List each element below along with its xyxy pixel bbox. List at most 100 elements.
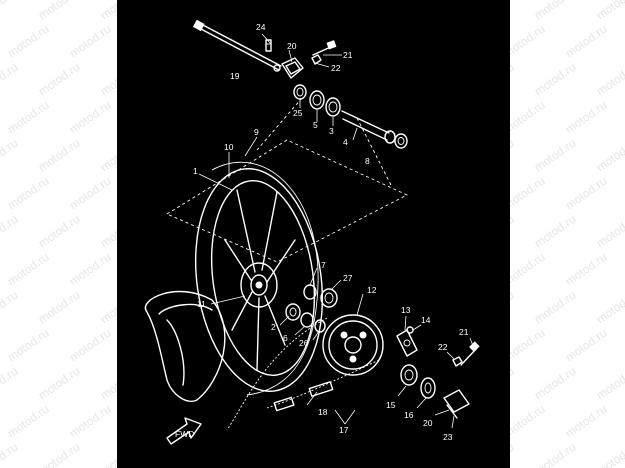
label-part-17: 17: [339, 425, 349, 435]
label-part-4: 4: [343, 137, 348, 147]
watermark-text: motod.ru: [36, 60, 83, 99]
label-part-13: 13: [401, 305, 411, 315]
leader-lines: [198, 33, 474, 429]
bolt-part-21-lower: [460, 341, 480, 366]
bolt-part-21-top: [312, 40, 337, 56]
watermark-text: motod.ru: [563, 402, 610, 441]
watermark-text: motod.ru: [0, 0, 21, 22]
axle-part-19: [192, 19, 282, 72]
watermark-text: motod.ru: [0, 212, 21, 251]
label-part-25: 25: [293, 108, 303, 118]
fwd-arrow-label: FWD: [175, 429, 194, 439]
collar-part-8: [394, 133, 408, 149]
tire-part-11: [144, 290, 226, 402]
label-part-8: 8: [365, 156, 370, 166]
watermark-text: motod.ru: [5, 402, 52, 441]
watermark-text: motod.ru: [0, 440, 21, 468]
seal-part-6: [300, 312, 314, 328]
label-part-9: 9: [254, 127, 259, 137]
wheel-spokes-part-10: [224, 189, 296, 371]
watermark-text: motod.ru: [563, 174, 610, 213]
label-part-24: 24: [256, 22, 266, 32]
label-part-23: 23: [443, 432, 453, 442]
label-part-15: 15: [386, 400, 396, 410]
label-part-12: 12: [367, 285, 377, 295]
label-part-21: 21: [343, 50, 353, 60]
watermark-text: motod.ru: [532, 288, 579, 327]
label-part-7: 7: [321, 260, 326, 270]
adjuster-plate-part-13: [396, 329, 418, 357]
watermark-text: motod.ru: [594, 364, 625, 403]
bearing-part-27: [320, 288, 338, 308]
spacer-tube-part-4: [341, 110, 396, 144]
adjuster-bolt-part-23: [446, 404, 458, 419]
label-part-10: 10: [224, 142, 234, 152]
watermark-text: motod.ru: [36, 288, 83, 327]
hub-part-1: [240, 262, 278, 308]
bearing-part-5: [309, 90, 325, 110]
watermark-text: motod.ru: [5, 326, 52, 365]
watermark-text: motod.ru: [594, 60, 625, 99]
watermark-text: motod.ru: [36, 440, 83, 468]
label-part-11: 11: [197, 299, 206, 309]
spacer-part-26: [314, 319, 326, 333]
label-part-26: 26: [299, 338, 309, 348]
label-part-3: 3: [329, 126, 334, 136]
wheel-rim-part-9: [194, 168, 324, 392]
watermark-text: motod.ru: [0, 60, 21, 99]
label-part-1: 1: [193, 166, 198, 176]
watermark-text: motod.ru: [5, 174, 52, 213]
label-part-16: 16: [404, 410, 414, 420]
watermark-text: motod.ru: [67, 250, 114, 289]
watermark-text: motod.ru: [532, 212, 579, 251]
watermark-text: motod.ru: [594, 288, 625, 327]
watermark-text: motod.ru: [563, 326, 610, 365]
watermark-text: motod.ru: [67, 326, 114, 365]
watermark-text: motod.ru: [594, 212, 625, 251]
part-labels: 24 20 21 22 19 25 5 3 4 9 10 8 1 7 27 12…: [193, 22, 469, 442]
watermark-text: motod.ru: [532, 440, 579, 468]
nut-part-22-top: [311, 54, 322, 65]
bearing-part-2: [285, 303, 301, 321]
label-part-21-lower: 21: [459, 327, 469, 337]
watermark-text: motod.ru: [36, 0, 83, 22]
pin-part-14: [406, 326, 414, 334]
watermark-text: motod.ru: [532, 60, 579, 99]
assembly-guide-lines: [166, 97, 409, 263]
nut-part-22-lower: [452, 356, 463, 367]
chain-part-17: [226, 317, 380, 431]
watermark-text: motod.ru: [563, 22, 610, 61]
label-part-14: 14: [421, 315, 431, 325]
watermark-text: motod.ru: [532, 0, 579, 22]
spacer-part-15: [400, 364, 418, 386]
watermark-text: motod.ru: [532, 136, 579, 175]
label-part-22-lower: 22: [438, 342, 448, 352]
watermark-text: motod.ru: [67, 402, 114, 441]
watermark-text: motod.ru: [594, 440, 625, 468]
label-part-20-lower: 20: [423, 418, 433, 428]
bolt-part-24: [265, 39, 272, 52]
watermark-text: motod.ru: [67, 98, 114, 137]
watermark-text: motod.ru: [5, 98, 52, 137]
watermark-text: motod.ru: [36, 136, 83, 175]
watermark-text: motod.ru: [67, 22, 114, 61]
adjuster-part-20: [281, 57, 304, 79]
watermark-text: motod.ru: [0, 136, 21, 175]
watermark-text: motod.ru: [67, 174, 114, 213]
watermark-text: motod.ru: [5, 250, 52, 289]
spacer-part-25: [293, 84, 307, 100]
watermark-text: motod.ru: [594, 136, 625, 175]
label-part-27: 27: [343, 273, 353, 283]
watermark-text: motod.ru: [532, 364, 579, 403]
adjuster-part-20-lower: [443, 389, 470, 413]
watermark-text: motod.ru: [0, 364, 21, 403]
label-part-20: 20: [287, 41, 297, 51]
watermark-text: motod.ru: [563, 98, 610, 137]
label-part-19: 19: [230, 71, 240, 81]
seal-part-3: [325, 97, 341, 117]
label-part-5: 5: [313, 120, 318, 130]
watermark-text: motod.ru: [0, 288, 21, 327]
rear-wheel-exploded-diagram: FWD 24 20 21 22: [117, 0, 510, 468]
watermark-text: motod.ru: [594, 0, 625, 22]
chain-joint-part-18: [273, 381, 334, 412]
